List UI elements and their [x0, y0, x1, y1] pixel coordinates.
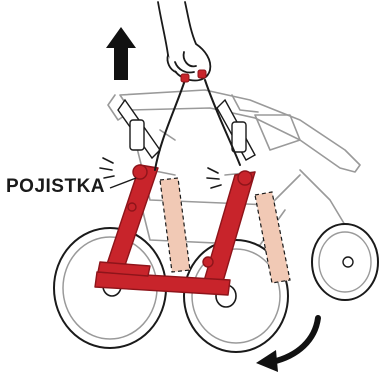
- up-arrow-icon: [106, 27, 136, 80]
- hand-icon: [158, 2, 210, 81]
- front-wheel: [312, 224, 378, 300]
- lock-label: POJISTKA: [6, 176, 105, 198]
